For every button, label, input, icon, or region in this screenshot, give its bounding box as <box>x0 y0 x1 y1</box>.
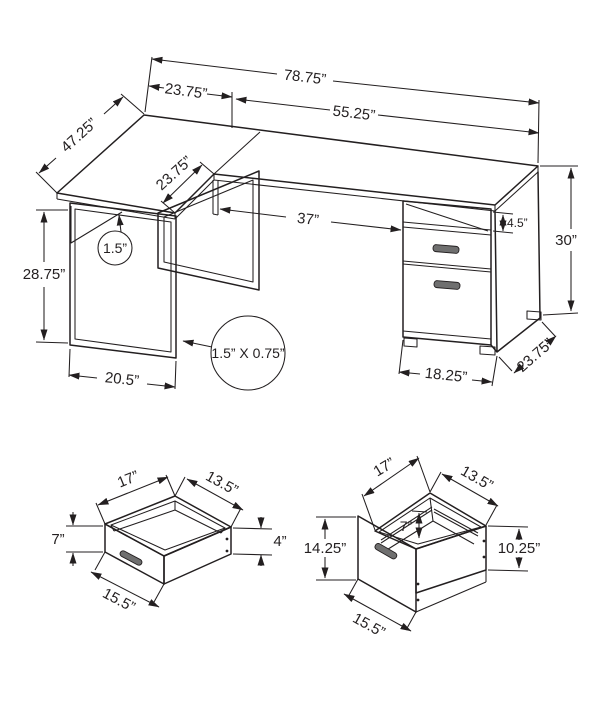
bottom-drawer-handle-icon <box>433 280 461 290</box>
callout-top-thickness-label: 1.5” <box>103 240 127 256</box>
return-modesty-panel <box>70 206 123 244</box>
dim-knee-clearance-label: 37” <box>296 210 319 229</box>
small-drawer-handle-icon <box>119 550 143 566</box>
middle-support-frame <box>157 170 260 291</box>
dim-main-top-width-label: 55.25” <box>332 103 376 125</box>
dim-leg-clearance-height-label: 28.75” <box>23 266 66 283</box>
large-drawer-handle-icon <box>374 543 398 560</box>
dim-shelf-opening-label: 4.5” <box>507 216 528 230</box>
cabinet-side-panel <box>490 171 541 353</box>
dim-large-drawer-front-height-label: 14.25” <box>304 540 347 557</box>
small-drawer-dimensions: 17” 13.5” 7” 4” 15.5” <box>51 468 286 616</box>
dim-large-drawer-inner-depth-label: 7” <box>400 518 413 534</box>
shelf-diagonal-line <box>405 203 489 232</box>
large-drawer-box <box>357 492 487 613</box>
dim-cabinet-width-label: 18.25” <box>424 365 468 386</box>
cabinet-feet <box>403 310 542 356</box>
top-drawer-handle-icon <box>432 244 460 254</box>
dim-overall-width-label: 78.75” <box>283 67 327 89</box>
dim-small-drawer-front-height-label: 7” <box>51 531 64 548</box>
dim-small-drawer-side-height-label: 4” <box>273 533 286 550</box>
dim-overall-height-label: 30” <box>555 232 577 249</box>
callout-frame-tube: 1.5” X 0.75” <box>182 315 286 391</box>
small-drawer-box <box>104 495 232 585</box>
dim-return-top-width-label: 23.75” <box>164 80 208 102</box>
small-drawer-isometric-view: 17” 13.5” 7” 4” 15.5” <box>51 468 286 616</box>
callout-top-thickness: 1.5” <box>97 214 133 266</box>
callout-frame-tube-label: 1.5” X 0.75” <box>211 345 284 361</box>
return-leg-frame <box>69 202 177 359</box>
dim-leg-frame-width-label: 20.5” <box>104 369 140 389</box>
large-drawer-isometric-view: 17” 13.5” 7” 14.25” 10.25” 15.5” <box>304 455 541 642</box>
dim-large-drawer-side-height-label: 10.25” <box>498 540 541 557</box>
dim-small-drawer-width-label: 17” <box>115 468 141 492</box>
